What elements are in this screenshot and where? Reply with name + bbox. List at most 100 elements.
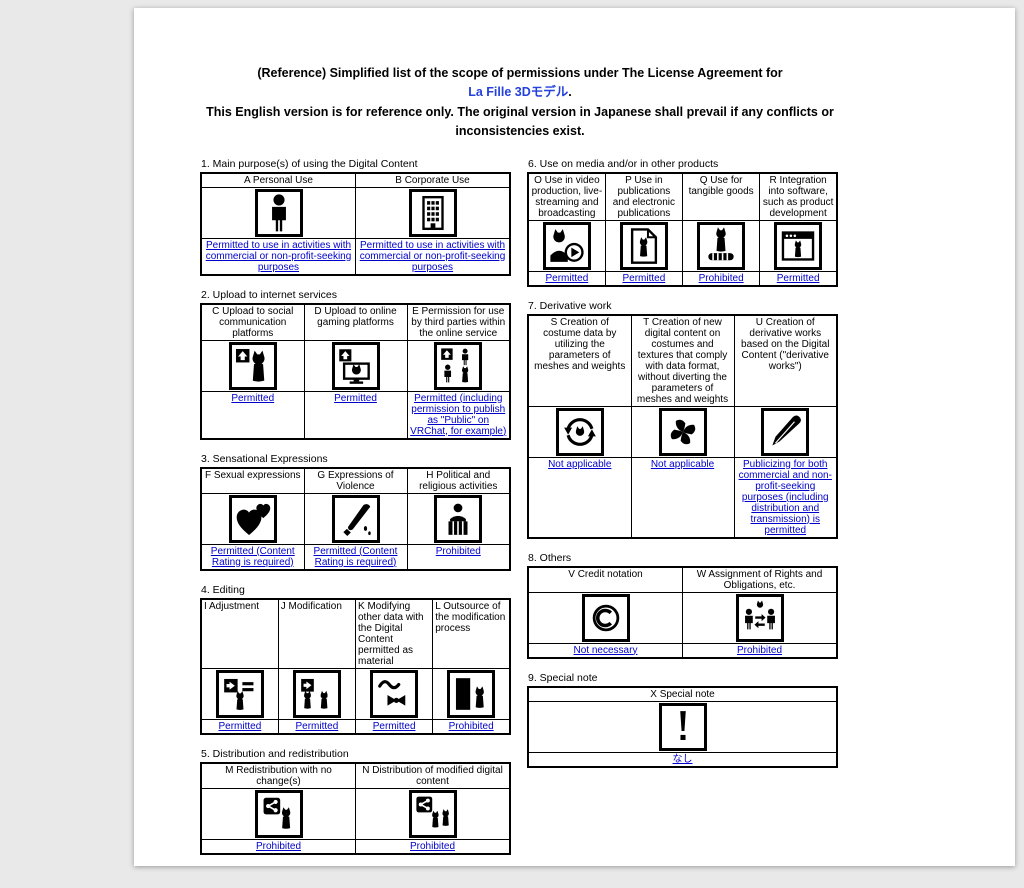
permissions-table-4: I Adjustment J Modification K Modifying … xyxy=(200,597,511,735)
cell-header: D Upload to online gaming platforms xyxy=(303,303,408,341)
document-title: (Reference) Simplified list of the scope… xyxy=(200,64,840,142)
modify-material-icon xyxy=(370,669,419,718)
derivative-works-icon xyxy=(761,407,810,456)
permissions-table-3: F Sexual expressions G Expressions of Vi… xyxy=(200,466,511,571)
permissions-table-5: M Redistribution with no change(s) N Dis… xyxy=(200,761,511,855)
title-product-line: La Fille 3Dモデル. xyxy=(200,83,840,102)
section-media-products: 6. Use on media and/or in other products… xyxy=(527,158,838,287)
permission-status: Permitted xyxy=(277,718,357,735)
permission-status: Permitted to use in activities with comm… xyxy=(355,237,511,276)
texture-creation-icon xyxy=(658,407,707,456)
cell-header: K Modifying other data with the Digital … xyxy=(354,598,434,669)
cell-header: L Outsource of the modification process xyxy=(432,598,511,669)
copyright-icon xyxy=(581,593,630,642)
cell-header: G Expressions of Violence xyxy=(303,467,408,494)
section-sensational: 3. Sensational Expressions F Sexual expr… xyxy=(200,453,511,571)
permissions-table-2: C Upload to social communication platfor… xyxy=(200,302,511,440)
building-icon xyxy=(408,188,457,237)
permission-status: Permitted xyxy=(604,270,684,287)
cell-header: Q Use for tangible goods xyxy=(681,172,761,221)
video-production-icon xyxy=(542,221,591,270)
cell-header: W Assignment of Rights and Obligations, … xyxy=(682,566,838,593)
section-derivative: 7. Derivative work S Creation of costume… xyxy=(527,300,838,539)
permission-status: Prohibited xyxy=(200,838,356,855)
permission-status: Publicizing for both commercial and non-… xyxy=(733,456,838,539)
cell-header: V Credit notation xyxy=(527,566,683,593)
permission-status: Prohibited xyxy=(682,642,838,659)
redistribution-icon xyxy=(254,789,303,838)
permission-status: Permitted (Content Rating is required) xyxy=(200,543,305,571)
product-name: La Fille 3Dモデル xyxy=(468,85,569,100)
tangible-goods-icon xyxy=(697,221,746,270)
cell-header: F Sexual expressions xyxy=(200,467,305,494)
person-icon xyxy=(254,188,303,237)
left-column: 1. Main purpose(s) of using the Digital … xyxy=(200,158,511,867)
section-label: 9. Special note xyxy=(528,671,598,684)
cell-header: M Redistribution with no change(s) xyxy=(200,762,356,789)
permissions-table-8: V Credit notation W Assignment of Rights… xyxy=(527,565,838,659)
permission-status: Permitted xyxy=(200,718,279,735)
section-label: 2. Upload to internet services xyxy=(201,288,337,301)
permissions-table-6: O Use in video production, live-streamin… xyxy=(527,171,838,287)
document-page: (Reference) Simplified list of the scope… xyxy=(134,8,1015,866)
cell-header: I Adjustment xyxy=(200,598,279,669)
permission-status: Not applicable xyxy=(630,456,735,539)
lectern-icon xyxy=(434,494,483,543)
permission-status: Permitted xyxy=(759,270,838,287)
section-label: 8. Others xyxy=(528,551,572,564)
cell-header: B Corporate Use xyxy=(355,172,511,188)
section-label: 7. Derivative work xyxy=(528,299,612,312)
permission-status: Permitted xyxy=(303,390,408,440)
title-note: This English version is for reference on… xyxy=(206,104,834,139)
cell-header: C Upload to social communication platfor… xyxy=(200,303,305,341)
cell-header: O Use in video production, live-streamin… xyxy=(527,172,606,221)
section-label: 6. Use on media and/or in other products xyxy=(528,157,719,170)
permission-status: Permitted xyxy=(527,270,606,287)
distribution-modified-icon xyxy=(408,789,457,838)
adjustment-icon xyxy=(215,669,264,718)
cell-header: T Creation of new digital content on cos… xyxy=(630,314,735,407)
cell-header: R Integration into software, such as pro… xyxy=(759,172,838,221)
cell-header: J Modification xyxy=(277,598,357,669)
content-columns: 1. Main purpose(s) of using the Digital … xyxy=(200,158,1015,867)
section-label: 5. Distribution and redistribution xyxy=(201,747,349,760)
cell-header: U Creation of derivative works based on … xyxy=(733,314,838,407)
section-main-purpose: 1. Main purpose(s) of using the Digital … xyxy=(200,158,511,276)
permission-status: Permitted xyxy=(200,390,305,440)
section-label: 4. Editing xyxy=(201,583,245,596)
permission-status: Permitted (Content Rating is required) xyxy=(303,543,408,571)
permissions-table-7: S Creation of costume data by utilizing … xyxy=(527,313,838,539)
section-others: 8. Others V Credit notation W Assignment… xyxy=(527,552,838,659)
section-distribution: 5. Distribution and redistribution M Red… xyxy=(200,748,511,855)
permissions-table-1: A Personal Use B Corporate Use Permitted… xyxy=(200,171,511,276)
costume-data-icon xyxy=(555,407,604,456)
permission-status: Permitted (including permission to publi… xyxy=(406,390,511,440)
upload-gaming-icon xyxy=(331,341,380,390)
product-suffix: . xyxy=(568,85,572,100)
knife-icon xyxy=(331,494,380,543)
section-editing: 4. Editing I Adjustment J Modification K… xyxy=(200,584,511,735)
publications-icon xyxy=(619,221,668,270)
software-integration-icon xyxy=(774,221,823,270)
permissions-table-9: X Special note なし xyxy=(527,685,838,768)
cell-header: E Permission for use by third parties wi… xyxy=(406,303,511,341)
rights-assignment-icon xyxy=(735,593,784,642)
cell-header: H Political and religious activities xyxy=(406,467,511,494)
permission-status: Not applicable xyxy=(527,456,632,539)
cell-header: S Creation of costume data by utilizing … xyxy=(527,314,632,407)
hearts-icon xyxy=(228,494,277,543)
outsource-icon xyxy=(447,669,496,718)
section-label: 1. Main purpose(s) of using the Digital … xyxy=(201,157,418,170)
permission-status: Prohibited xyxy=(355,838,511,855)
permission-status: Prohibited xyxy=(432,718,511,735)
section-special-note: 9. Special note X Special note なし xyxy=(527,672,838,768)
permission-status: なし xyxy=(527,751,838,768)
permission-status: Prohibited xyxy=(406,543,511,571)
permission-status: Permitted to use in activities with comm… xyxy=(200,237,356,276)
section-label: 3. Sensational Expressions xyxy=(201,452,328,465)
right-column: 6. Use on media and/or in other products… xyxy=(527,158,838,867)
permission-status: Permitted xyxy=(354,718,434,735)
upload-social-icon xyxy=(228,341,277,390)
cell-header: A Personal Use xyxy=(200,172,356,188)
cell-header: X Special note xyxy=(527,686,838,702)
